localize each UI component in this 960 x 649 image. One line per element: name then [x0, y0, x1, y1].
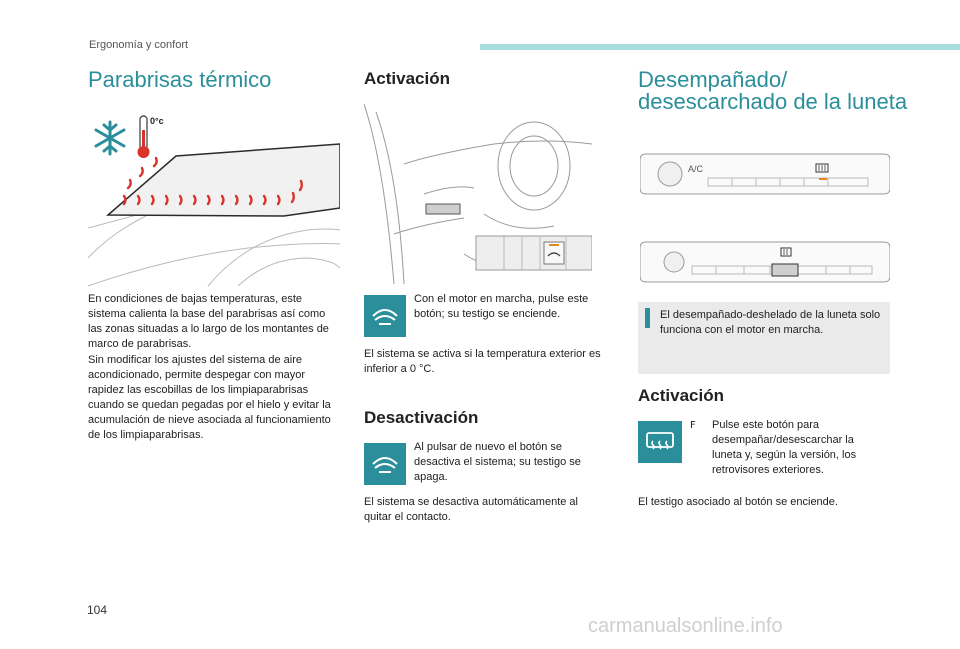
deactivation-title: Desactivación: [364, 408, 479, 427]
dashboard-figure: [364, 104, 592, 288]
climate-panel-1: A/C: [640, 150, 890, 198]
rear-screen-title-line2: desescarchado de la luneta: [638, 89, 908, 114]
climate-panel-2: [640, 240, 890, 284]
info-text: El desempañado-deshelado de la luneta so…: [660, 309, 881, 336]
watermark: carmanualsonline.info: [588, 615, 783, 637]
ac-label: A/C: [688, 164, 704, 174]
temperature-label: 0°c: [150, 116, 164, 126]
heated-windscreen-button-off: [364, 443, 406, 485]
section-header: Ergonomía y confort: [89, 39, 189, 51]
rear-screen-title-line1: Desempañado/: [638, 67, 788, 92]
bullet-glyph: F: [690, 420, 696, 431]
rear-activation-note: El testigo asociado al botón se enciende…: [638, 496, 838, 508]
snowflake-icon: [94, 120, 126, 156]
windscreen-paragraph-1: En condiciones de bajas temperaturas, es…: [88, 293, 329, 350]
page-number: 104: [87, 603, 108, 617]
heated-windscreen-button: [364, 295, 406, 337]
info-box: El desempañado-deshelado de la luneta so…: [638, 302, 890, 374]
rear-demist-icon: [646, 432, 674, 450]
windscreen-heat-icon: [372, 309, 398, 325]
rear-activation-step: Pulse este botón para desempañar/desesca…: [712, 419, 857, 476]
header-bar: [480, 44, 960, 50]
activation-note: El sistema se activa si la temperatura e…: [364, 348, 601, 375]
info-icon: [645, 308, 650, 328]
windscreen-title: Parabrisas térmico: [88, 67, 272, 92]
windscreen-paragraph-2: Sin modificar los ajustes del sistema de…: [88, 354, 331, 441]
deactivation-step: Al pulsar de nuevo el botón se desactiva…: [414, 441, 581, 483]
activation-step: Con el motor en marcha, pulse este botón…: [414, 293, 589, 320]
deactivation-note: El sistema se desactiva automáticamente …: [364, 496, 578, 523]
windscreen-heat-icon: [372, 457, 398, 473]
thermometer-icon: [137, 115, 150, 158]
activation-title: Activación: [364, 69, 450, 88]
heated-windscreen-figure: 0°c: [88, 108, 340, 288]
rear-activation-title: Activación: [638, 386, 724, 405]
rear-demist-button: [638, 421, 682, 463]
